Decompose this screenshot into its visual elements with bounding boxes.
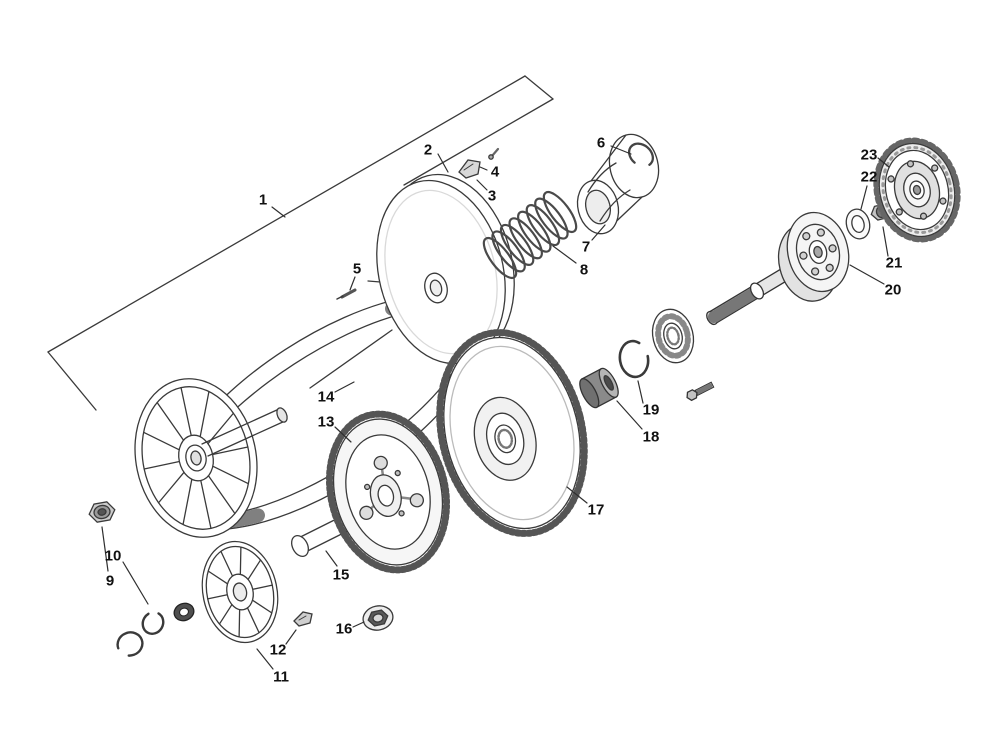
part-label-20: 20 (885, 282, 902, 299)
leader-line-21 (882, 226, 889, 257)
leader-line-16 (352, 621, 365, 628)
leader-line-2 (437, 153, 449, 173)
part-label-3: 3 (488, 188, 496, 205)
part-label-18: 18 (643, 429, 660, 446)
part-clutch-drum-23 (873, 137, 961, 243)
leader-line-12 (285, 629, 297, 645)
part-label-22: 22 (861, 169, 878, 186)
leader-line-19 (637, 380, 644, 404)
part-label-7: 7 (582, 239, 590, 256)
leader-line-15 (325, 550, 338, 567)
part-label-16: 16 (336, 621, 353, 638)
leader-line-11 (256, 648, 274, 670)
leader-line-10 (122, 561, 149, 605)
part-clutch-spring (482, 190, 578, 280)
part-movable-sheave (376, 173, 515, 365)
part-clip-12 (293, 611, 313, 627)
part-ball-bearing (651, 308, 695, 364)
part-label-17: 17 (588, 502, 605, 519)
part-spoked-spacer-11 (201, 540, 279, 644)
part-fixed-drive-sheave (134, 378, 258, 538)
leader-line-6 (610, 145, 632, 155)
leader-line-9 (101, 526, 109, 572)
part-label-15: 15 (333, 567, 350, 584)
part-label-11: 11 (273, 669, 289, 686)
part-snap-ring-19 (618, 339, 650, 379)
part-cam-clutch-assembly (325, 410, 451, 574)
part-label-13: 13 (318, 414, 335, 431)
part-washer-22 (845, 208, 871, 240)
part-flange-nut-16 (362, 605, 394, 631)
part-label-21: 21 (886, 255, 903, 272)
part-retainer-clip-and-screw (458, 147, 500, 179)
part-label-6: 6 (597, 135, 605, 152)
part-label-10: 10 (105, 548, 122, 565)
leader-line-8 (552, 245, 577, 264)
part-label-8: 8 (580, 262, 588, 279)
leader-line-5 (349, 276, 356, 291)
part-bolt (686, 381, 715, 402)
leader-line-7 (591, 224, 606, 241)
part-spring-ramp-cap (576, 133, 660, 235)
part-pin (336, 288, 357, 300)
leader-line-14 (334, 381, 355, 393)
leader-line-18 (616, 400, 643, 430)
leader-line-22 (860, 185, 868, 210)
part-label-23: 23 (861, 147, 878, 164)
part-lock-nut-9 (88, 501, 116, 523)
part-label-14: 14 (318, 389, 335, 406)
part-label-5: 5 (353, 261, 361, 278)
leader-line-20 (849, 264, 885, 285)
part-bushing-18 (579, 367, 619, 409)
part-sheave-shaft (201, 407, 288, 457)
part-label-1: 1 (259, 192, 267, 209)
leader-line-4 (479, 166, 488, 171)
leader-line-23 (877, 157, 890, 168)
part-label-9: 9 (106, 573, 114, 590)
part-clutch-carrier-20 (777, 211, 850, 302)
leader-line-17 (566, 486, 588, 504)
part-retaining-rings-10 (116, 602, 195, 657)
part-label-4: 4 (491, 164, 500, 181)
part-label-19: 19 (643, 402, 660, 419)
part-snap-ring-6 (627, 142, 655, 168)
part-label-2: 2 (424, 142, 432, 159)
leader-line-1 (271, 206, 286, 218)
leader-line-13 (334, 426, 352, 443)
leader-line-3 (476, 179, 488, 191)
part-label-12: 12 (270, 642, 287, 659)
part-driven-sheave (436, 329, 588, 537)
